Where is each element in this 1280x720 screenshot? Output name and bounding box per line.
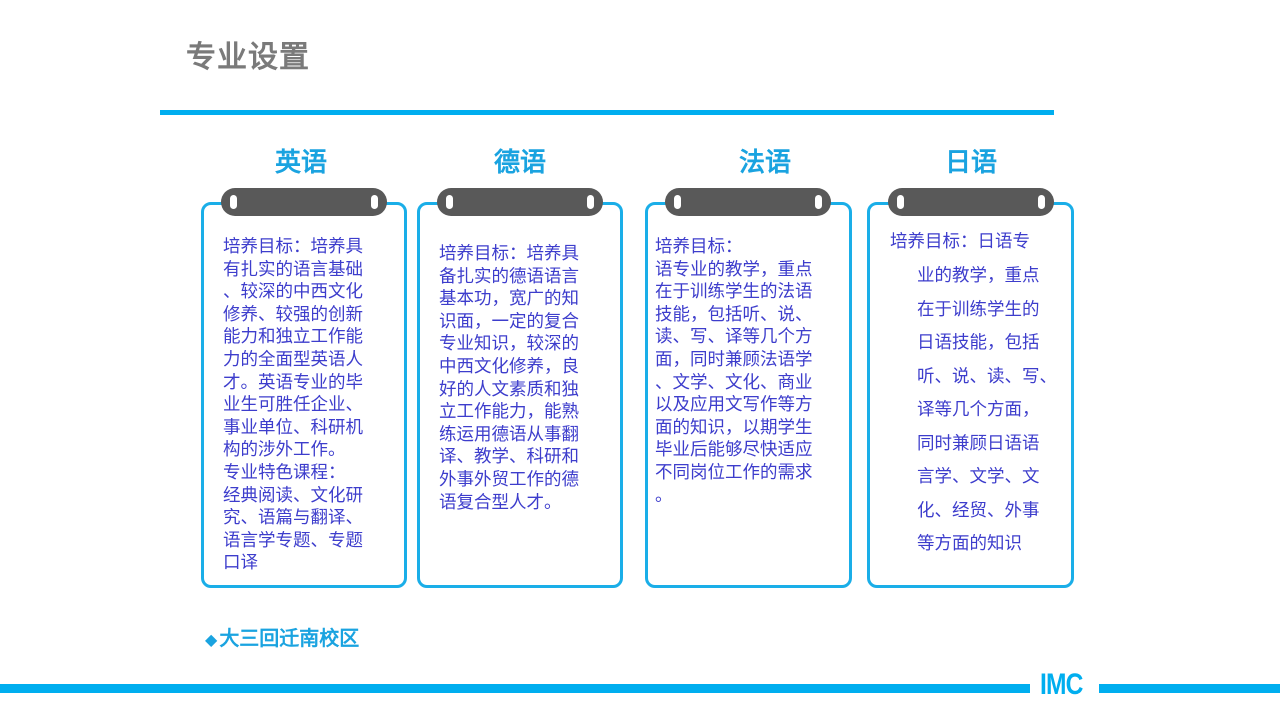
column-title-german: 德语: [493, 148, 546, 178]
clip-icon: [437, 188, 603, 216]
top-divider: [160, 110, 1054, 115]
campus-note: ◆大三回迁南校区: [205, 622, 359, 651]
column-title-english: 英语: [274, 148, 327, 178]
column-title-japanese: 日语: [944, 148, 997, 178]
card-japanese-text: 业的教学，重点 在于训练学生的 日语技能，包括 听、说、读、写、 译等几个方面，…: [917, 266, 1057, 554]
card-japanese: [867, 202, 1074, 588]
card-german: [417, 202, 623, 588]
card-german-text: 培养目标：培养具 备扎实的德语语言 基本功，宽广的知 识面，一定的复合 专业知识…: [439, 244, 579, 513]
diamond-bullet-icon: ◆: [205, 630, 218, 649]
clip-icon: [221, 188, 387, 216]
bottom-divider-right: [1099, 684, 1280, 693]
bottom-divider-left: [0, 684, 1030, 693]
card-english: [201, 202, 407, 588]
card-japanese-text-first: 培养目标：日语专: [890, 232, 1030, 252]
card-french-text: 培养目标： 语专业的教学，重点 在于训练学生的法语 技能，包括听、说、 读、写、…: [655, 237, 813, 506]
column-title-french: 法语: [738, 148, 791, 178]
imc-logo: IMC: [1040, 668, 1083, 701]
card-french: [645, 202, 852, 588]
clip-icon: [665, 188, 831, 216]
campus-note-text: 大三回迁南校区: [219, 626, 360, 650]
card-english-text: 培养目标：培养具 有扎实的语言基础 、较深的中西文化 修养、较强的创新 能力和独…: [223, 237, 363, 574]
page-title: 专业设置: [186, 40, 310, 75]
clip-icon: [888, 188, 1054, 216]
